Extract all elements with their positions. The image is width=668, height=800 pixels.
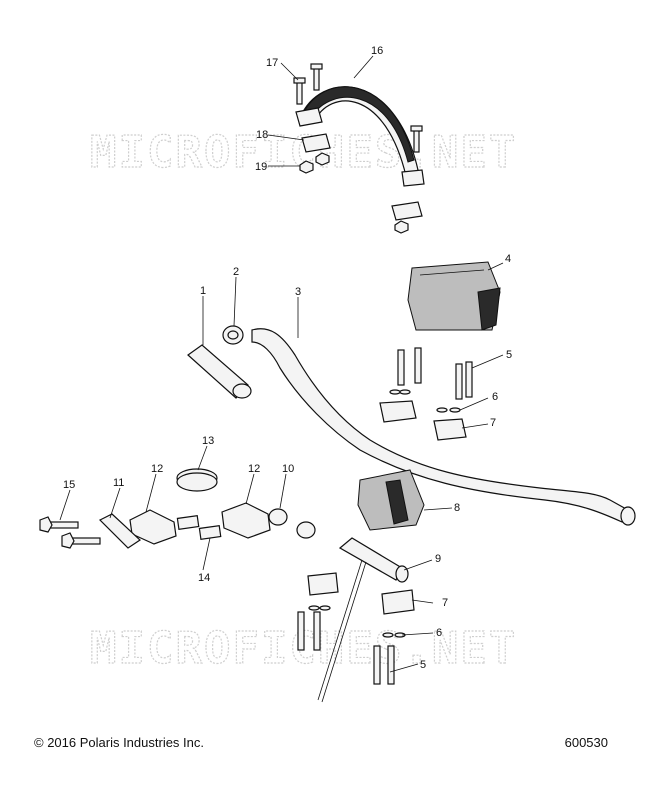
callout-6-upper: 6 — [492, 391, 498, 403]
part-3-handlebar — [251, 328, 636, 526]
callout-7-lower: 7 — [442, 597, 448, 609]
part-8-riser-block — [357, 469, 425, 531]
part-5-bolts-lower — [297, 611, 395, 685]
part-6-washers-upper — [389, 389, 461, 413]
part-16-crossbar-pad — [295, 86, 425, 187]
part-18-clamp-caps — [301, 133, 423, 221]
callout-10: 10 — [282, 463, 294, 475]
part-5-bolts-upper — [397, 347, 473, 400]
callout-8: 8 — [454, 502, 460, 514]
part-13-ring — [176, 468, 218, 492]
part-7-caps-lower — [307, 572, 415, 615]
callout-2: 2 — [233, 266, 239, 278]
part-14-spacers — [176, 514, 222, 541]
part-6-washers-lower — [308, 605, 406, 638]
part-17-bolts — [293, 63, 423, 153]
part-19-nuts — [299, 152, 409, 234]
copyright-text: © 2016 Polaris Industries Inc. — [34, 735, 204, 750]
callout-labels: 1 2 3 4 5 5 6 6 7 7 8 9 10 11 12 12 13 1… — [63, 45, 512, 671]
callout-6-lower: 6 — [436, 627, 442, 639]
drawing-number: 600530 — [564, 735, 608, 750]
callout-1: 1 — [200, 285, 206, 297]
callout-3: 3 — [295, 286, 301, 298]
callout-14: 14 — [198, 572, 210, 584]
part-10-nuts — [268, 508, 316, 539]
callout-9: 9 — [435, 553, 441, 565]
callout-13: 13 — [202, 435, 214, 447]
callout-5-upper: 5 — [506, 349, 512, 361]
callout-18: 18 — [256, 129, 268, 141]
part-2-bushing — [222, 325, 244, 345]
callout-5-lower: 5 — [420, 659, 426, 671]
callout-7-upper: 7 — [490, 417, 496, 429]
callout-12-right: 12 — [248, 463, 260, 475]
callout-17: 17 — [266, 57, 278, 69]
callout-12-left: 12 — [151, 463, 163, 475]
callout-16: 16 — [371, 45, 383, 57]
callout-4: 4 — [505, 253, 511, 265]
part-7-caps-upper — [379, 400, 467, 441]
part-15-bolts — [39, 516, 101, 549]
part-1-grip — [187, 344, 252, 399]
leader-lines — [59, 55, 504, 673]
part-12-clamps — [129, 502, 271, 545]
callout-19: 19 — [255, 161, 267, 173]
callout-11: 11 — [113, 477, 124, 489]
callout-15: 15 — [63, 479, 75, 491]
part-9-riser — [317, 537, 409, 703]
part-4-cover — [407, 261, 501, 331]
part-11-plate — [98, 513, 141, 549]
